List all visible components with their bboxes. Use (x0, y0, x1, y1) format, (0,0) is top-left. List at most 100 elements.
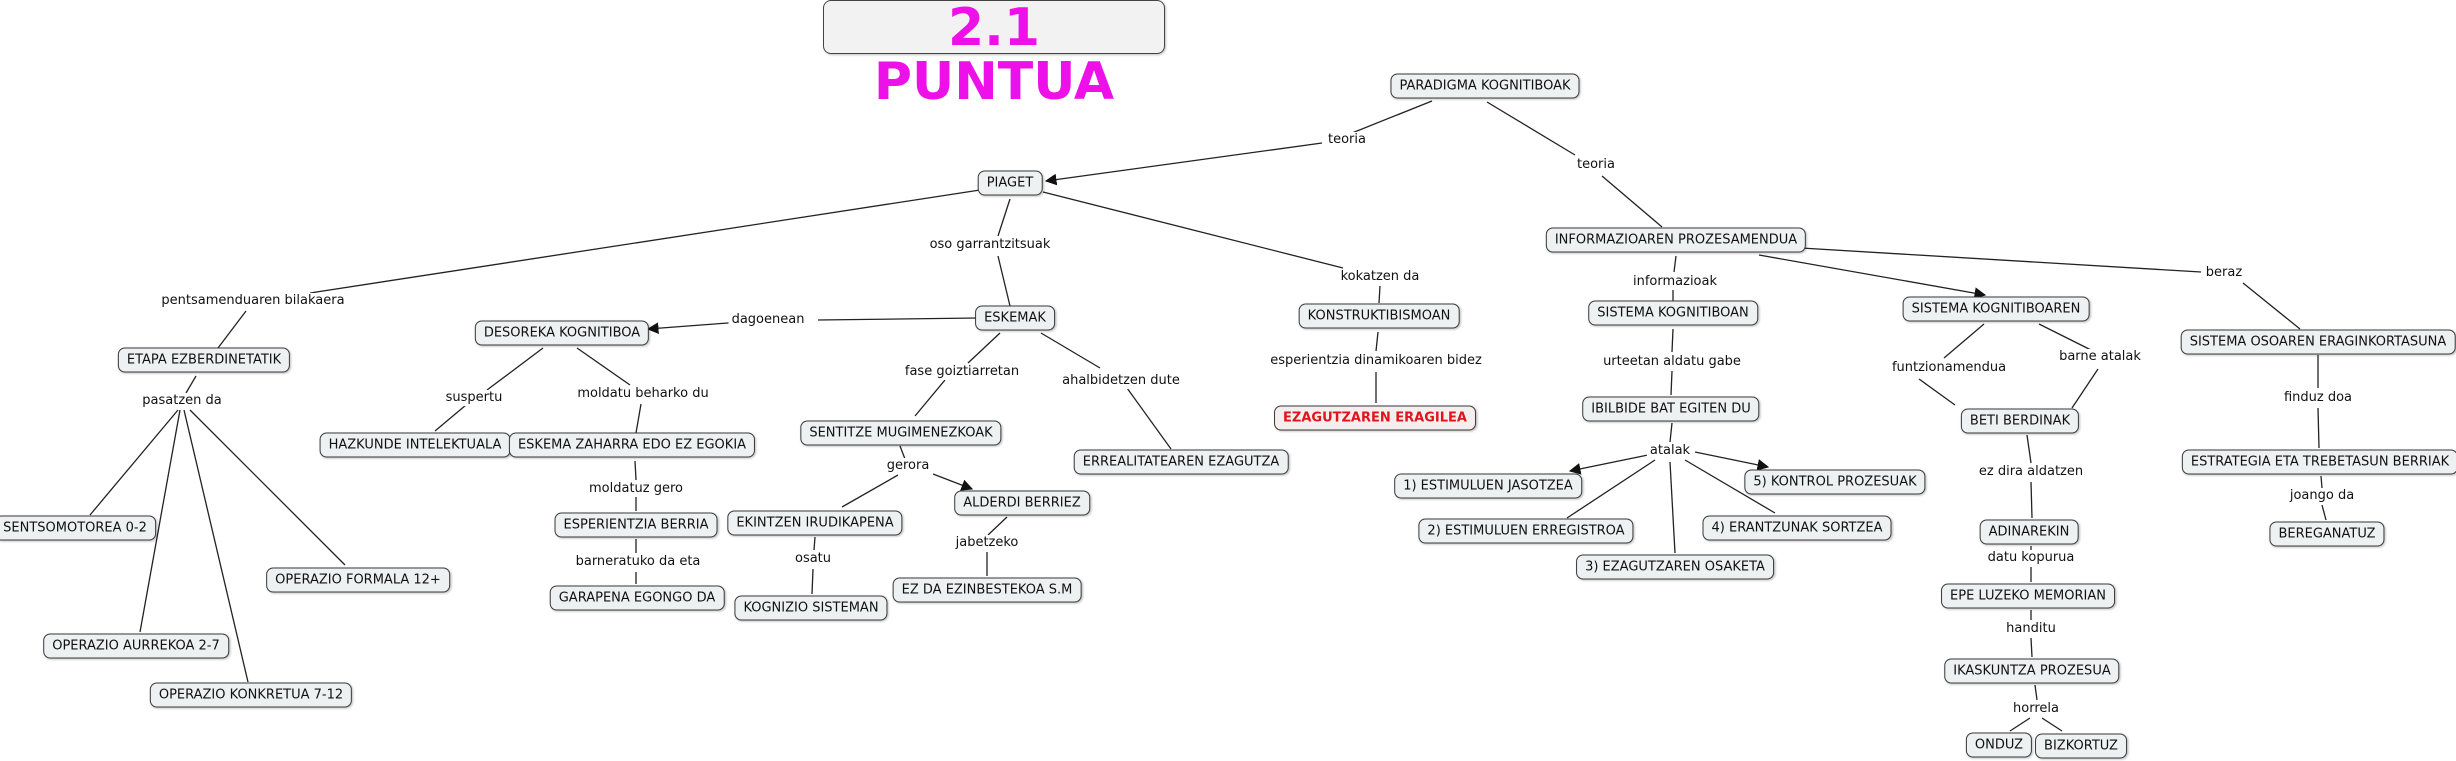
node-errealitatearen-ezagutza[interactable]: ERREALITATEAREN EZAGUTZA (1073, 449, 1289, 475)
node-sistema-osoaren-eraginkortasuna[interactable]: SISTEMA OSOAREN ERAGINKORTASUNA (2180, 329, 2456, 355)
edge-desoreka-moldatu (576, 347, 631, 386)
edge-kokatzen-konstrukt (1378, 285, 1381, 304)
edge-dagoenean-desoreka (646, 321, 742, 335)
label-datu-kopurua: datu kopurua (1984, 550, 2078, 566)
node-sentitze-mugimenezkoak[interactable]: SENTITZE MUGIMENEZKOAK (800, 420, 1002, 446)
node-ikaskuntza-prozesua[interactable]: IKASKUNTZA PROZESUA (1944, 658, 2120, 684)
edge-funtzionamendua-beti (1918, 378, 1956, 406)
node-etapa-ezberdinetatik[interactable]: ETAPA EZBERDINETATIK (117, 347, 291, 373)
label-barneratuko-da-eta: barneratuko da eta (572, 554, 704, 570)
node-erantzunak-sortzea[interactable]: 4) ERANTZUNAK SORTZEA (1702, 515, 1892, 541)
node-sistema-kognitiboaren[interactable]: SISTEMA KOGNITIBOAREN (1902, 296, 2090, 322)
node-desoreka-kognitiboa[interactable]: DESOREKA KOGNITIBOA (474, 320, 650, 346)
label-moldatu-beharko-du: moldatu beharko du (574, 386, 712, 402)
node-informazioaren-prozesamendua[interactable]: INFORMAZIOAREN PROZESAMENDUA (1545, 227, 1807, 253)
node-onduz[interactable]: ONDUZ (1965, 732, 2033, 758)
label-ez-dira-aldatzen: ez dira aldatzen (1975, 464, 2087, 480)
node-ekintzen-irudikapena[interactable]: EKINTZEN IRUDIKAPENA (727, 510, 903, 536)
node-sentsomotorea[interactable]: SENTSOMOTOREA 0-2 (0, 515, 156, 541)
edge-eskemak-ahalbidetzen (1040, 332, 1101, 369)
edge-ibilbide-atalak (1669, 422, 1673, 443)
node-ezagutzaren-eragilea[interactable]: EZAGUTZAREN ERAGILEA (1274, 405, 1476, 431)
node-hazkunde-intelektuala[interactable]: HAZKUNDE INTELEKTUALA (319, 432, 511, 458)
node-estimuluen-erregistroa[interactable]: 2) ESTIMULUEN ERREGISTROA (1418, 518, 1634, 544)
label-jabetzeko: jabetzeko (952, 535, 1022, 551)
node-operazio-formala[interactable]: OPERAZIO FORMALA 12+ (266, 567, 450, 593)
edge-info-informazioak (1673, 255, 1677, 273)
edge-moldatu-eskema (635, 403, 642, 434)
node-epe-luzeko-memorian[interactable]: EPE LUZEKO MEMORIAN (1941, 583, 2115, 609)
label-pasatzen-da: pasatzen da (139, 393, 225, 409)
node-ibilbide-bat-egiten-du[interactable]: IBILBIDE BAT EGITEN DU (1582, 396, 1760, 422)
edge-piaget-pentsamendua (309, 189, 981, 294)
edge-atalak-5 (1694, 451, 1770, 471)
edge-pasatzen-formala (189, 409, 346, 566)
node-ezagutzaren-osaketa[interactable]: 3) EZAGUTZAREN OSAKETA (1576, 554, 1774, 580)
edge-beraz-sistema-osoaren (2242, 282, 2301, 330)
edge-atalak-2 (1566, 459, 1656, 519)
edge-piaget-kokatzen (1042, 191, 1344, 269)
node-paradigma-kognitiboak[interactable]: PARADIGMA KOGNITIBOAK (1390, 73, 1580, 99)
edge-eskema-moldatuz (634, 460, 637, 481)
edge-skg-funtzionamendua (1943, 323, 1985, 359)
label-moldatuz-gero: moldatuz gero (585, 481, 687, 497)
node-piaget[interactable]: PIAGET (977, 170, 1043, 196)
label-urteetan-aldatu-gabe: urteetan aldatu gabe (1600, 354, 1744, 370)
label-atalak: atalak (1646, 443, 1694, 459)
edge-info-sistema-kognitiboaren (1758, 254, 1987, 299)
label-dagoenean: dagoenean (728, 312, 808, 328)
node-konstruktibismoan[interactable]: KONSTRUKTIBISMOAN (1298, 303, 1460, 329)
edge-horrela-onduz (2009, 717, 2031, 732)
label-finduz-doa: finduz doa (2280, 390, 2356, 406)
edge-pasatzen-konkretua (183, 409, 249, 683)
edge-urteetan-ibilbide (1670, 370, 1673, 396)
node-operazio-aurrekoa[interactable]: OPERAZIO AURREKOA 2-7 (43, 633, 229, 659)
edge-teoria2-info (1601, 175, 1663, 228)
node-bereganatuz[interactable]: BEREGANATUZ (2269, 521, 2385, 547)
node-kognizio-sisteman[interactable]: KOGNIZIO SISTEMAN (734, 595, 888, 621)
edge-handitu-ikaskuntza (2030, 637, 2033, 658)
label-gerora: gerora (883, 458, 933, 474)
label-handitu: handitu (2003, 621, 2059, 637)
edge-teoria-piaget (1044, 142, 1323, 186)
node-bizkortuz[interactable]: BIZKORTUZ (2035, 733, 2127, 759)
edge-piaget-oso (997, 198, 1011, 237)
node-estrategia-eta-trebetasun[interactable]: ESTRATEGIA ETA TREBETASUN BERRIAK (2181, 449, 2456, 475)
label-osatu: osatu (791, 551, 835, 567)
node-eskema-zaharra[interactable]: ESKEMA ZAHARRA EDO EZ EGOKIA (508, 432, 756, 458)
node-adinarekin[interactable]: ADINAREKIN (1979, 519, 2079, 545)
edge-horrela-bizkortuz (2041, 717, 2063, 732)
node-esperientzia-berria[interactable]: ESPERIENTZIA BERRIA (554, 512, 718, 538)
label-informazioak: informazioak (1629, 274, 1721, 290)
label-ahalbidetzen-dute: ahalbidetzen dute (1059, 373, 1183, 389)
edge-oso-eskemak (997, 255, 1011, 307)
label-joango-da: joango da (2286, 488, 2358, 504)
node-operazio-konkretua[interactable]: OPERAZIO KONKRETUA 7-12 (149, 682, 353, 708)
node-estimuluen-jasotzea[interactable]: 1) ESTIMULUEN JASOTZEA (1394, 473, 1582, 499)
node-kontrol-prozesuak[interactable]: 5) KONTROL PROZESUAK (1744, 469, 1926, 495)
edge-ahalbidetzen-erreal (1126, 387, 1172, 450)
edge-ekintzen-osatu (813, 536, 816, 551)
label-esperientzia-dinamikoaren: esperientzia dinamikoaren bidez (1267, 353, 1485, 369)
label-pentsamenduaren-bilakaera: pentsamenduaren bilakaera (158, 293, 348, 309)
edge-sistema-urteetan (1671, 328, 1674, 353)
node-alderdi-berriez[interactable]: ALDERDI BERRIEZ (954, 490, 1090, 516)
node-eskemak[interactable]: ESKEMAK (975, 305, 1055, 331)
node-garapena-egongo-da[interactable]: GARAPENA EGONGO DA (549, 585, 725, 611)
label-kokatzen-da: kokatzen da (1337, 269, 1423, 285)
label-suspertu: suspertu (442, 390, 506, 406)
node-beti-berdinak[interactable]: BETI BERDINAK (1960, 408, 2080, 434)
label-fase-goiztiarretan: fase goiztiarretan (901, 364, 1023, 380)
node-sistema-kognitiboan[interactable]: SISTEMA KOGNITIBOAN (1588, 300, 1758, 326)
page-title: 2.1 PUNTUA (823, 0, 1165, 109)
edge-beti-ez-dira (2026, 434, 2032, 464)
node-ez-da-ezinbestekoa[interactable]: EZ DA EZINBESTEKOA S.M (892, 577, 1082, 603)
edge-etapa-pasatzen (185, 375, 197, 394)
edge-paradigma-teoria (1346, 100, 1433, 136)
edge-eskemak-fase (967, 332, 1001, 364)
edge-eskemak-dagoenean (817, 317, 978, 321)
label-funtzionamendua: funtzionamendua (1888, 360, 2010, 376)
label-teoria-2: teoria (1574, 157, 1618, 173)
edge-info-beraz (1800, 247, 2202, 273)
